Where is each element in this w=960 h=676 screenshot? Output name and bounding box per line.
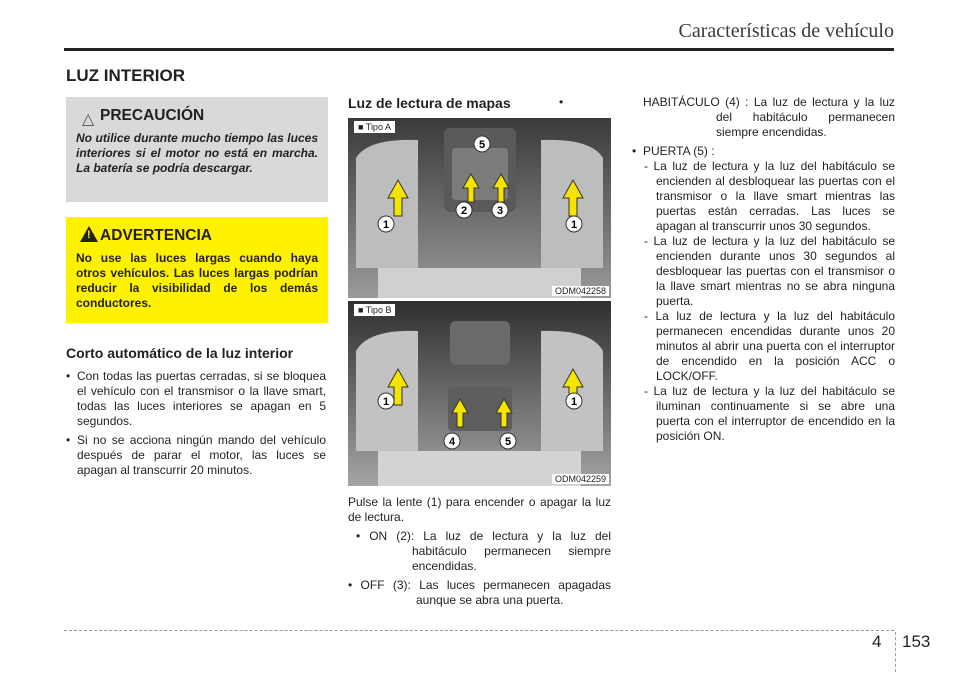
map-light-item-on: • ON (2): La luz de lectura y la luz del… [356,529,611,573]
puerta-title: PUERTA (5) : [632,144,895,159]
callout-label: 4 [449,436,456,448]
overhead-console-photo-b: 1 1 4 5 [348,301,611,486]
map-light-heading-wrap: Luz de lectura de mapas [348,95,611,111]
callout-label: 1 [383,219,389,231]
footer-separator [895,632,897,672]
callout-label: 1 [571,219,577,231]
puerta-item: - La luz de lectura y la luz del habitác… [644,234,895,308]
caution-box: △ PRECAUCIÓN No utilice durante mucho ti… [66,97,328,202]
map-light-heading: Luz de lectura de mapas [348,95,511,111]
overhead-console-photo-a: 1 1 2 3 5 [348,118,611,298]
warning-box: ADVERTENCIA No use las luces largas cuan… [66,217,328,323]
puerta-item: - La luz de lectura y la luz del habitác… [644,309,895,383]
figure-a-label: ■ Tipo A [354,121,395,133]
puerta-item: - La luz de lectura y la luz del habitác… [644,159,895,233]
map-light-item-off: • OFF (3): Las luces permanecen apagadas… [348,578,611,607]
figure-tipo-b: 1 1 4 5 ■ Tipo B ODM042259 [348,301,611,486]
figure-tipo-a: 1 1 2 3 5 ■ Tipo A ODM042258 [348,118,611,298]
running-header: Características de vehículo [678,20,894,42]
figure-a-ref: ODM042258 [551,286,609,296]
section-title: LUZ INTERIOR [66,66,185,85]
callout-label: 1 [383,396,389,408]
callout-label: 2 [461,205,467,217]
auto-off-bullet: Con todas las puertas cerradas, si se bl… [66,369,326,429]
caution-title: PRECAUCIÓN [100,107,205,124]
map-light-text: Pulse la lente (1) para encender o apaga… [348,495,611,608]
footer-rule [64,630,894,631]
callout-label: 1 [571,396,577,408]
auto-off-heading: Corto automático de la luz interior [66,345,294,361]
figure-b-ref: ODM042259 [551,474,609,484]
puerta-item: - La luz de lectura y la luz del habitác… [644,384,895,443]
warning-title: ADVERTENCIA [100,227,212,244]
caution-triangle-icon: △ [82,111,95,128]
page-number: 153 [902,632,931,651]
auto-off-section: Corto automático de la luz interior Con … [66,345,326,478]
warning-text: No use las luces largas cuando haya otro… [76,251,318,310]
callout-label: 3 [497,205,503,217]
habitaculo-item: HABITÁCULO (4) : La luz de lectura y la … [632,95,895,140]
map-light-intro: Pulse la lente (1) para encender o apaga… [348,495,611,524]
chapter-number: 4 [872,632,882,651]
callout-label: 5 [479,139,485,151]
warning-triangle-icon [80,226,98,242]
auto-off-bullet: Si no se acciona ningún mando del vehícu… [66,433,326,478]
callout-label: 5 [505,436,511,448]
figure-b-label: ■ Tipo B [354,304,396,316]
header-rule [64,48,894,51]
right-column: HABITÁCULO (4) : La luz de lectura y la … [632,95,895,444]
caution-text: No utilice durante mucho tiempo las luce… [76,131,318,175]
